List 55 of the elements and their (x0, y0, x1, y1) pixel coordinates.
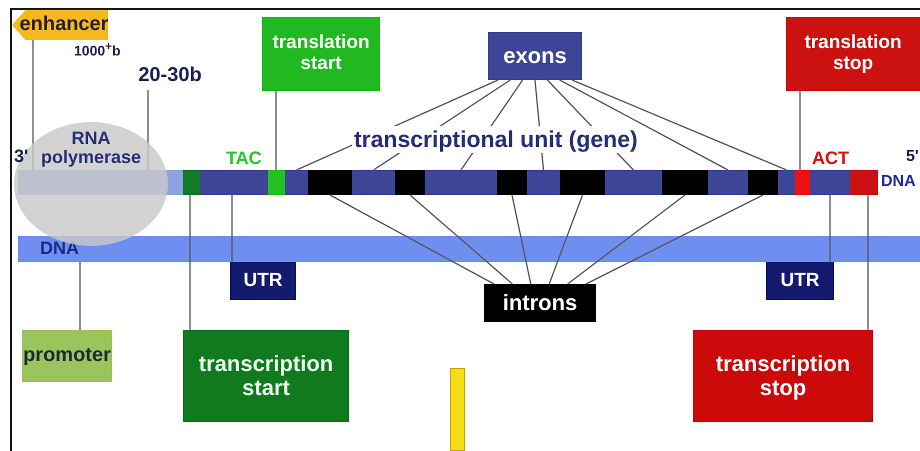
leader-line (567, 194, 686, 285)
leader-line (559, 79, 728, 171)
gene-segment (795, 170, 810, 195)
process-box: transcription stop (693, 330, 873, 422)
leader-line (79, 262, 81, 330)
dna-strand: DNA (18, 236, 920, 262)
process-box: transcription start (183, 330, 349, 422)
leader-line (511, 194, 532, 284)
gene-segment (425, 170, 497, 195)
codon-label: TAC (226, 148, 262, 169)
enhancer-tag: enhancer (12, 10, 108, 40)
gene-segment (285, 170, 308, 195)
gene-segment (748, 170, 778, 195)
process-box: promoter (22, 330, 112, 382)
leader-line (829, 195, 831, 262)
leader-line (799, 91, 801, 170)
gene-segment (850, 170, 878, 195)
marker-bar (450, 368, 465, 451)
leader-line (330, 194, 494, 285)
leader-line (867, 195, 869, 330)
length-label: 20-30b (138, 65, 202, 87)
leader-line (189, 195, 191, 330)
gene-segment (183, 170, 200, 195)
process-box: translation start (262, 17, 380, 91)
strand-end-label: 3' (14, 146, 28, 167)
leader-line (410, 194, 513, 284)
strand-end-label: 5' (906, 148, 919, 166)
gene-segment (395, 170, 425, 195)
gene-segment (268, 170, 285, 195)
region-box: UTR (766, 262, 834, 300)
process-box: exons (488, 32, 582, 80)
leader-line (231, 195, 233, 262)
gene-segment (200, 170, 268, 195)
leader-line (546, 80, 634, 170)
leader-line (296, 79, 498, 171)
gene-segment (605, 170, 662, 195)
process-box: introns (484, 284, 596, 322)
gene-segment (708, 170, 748, 195)
gene-segment (497, 170, 527, 195)
gene-segment (662, 170, 708, 195)
process-box: translation stop (786, 17, 920, 91)
leader-line (548, 194, 584, 284)
gene-segment (810, 170, 850, 195)
leader-line (572, 79, 787, 171)
gene-segment (352, 170, 395, 195)
leader-line (586, 194, 764, 285)
gene-segment (308, 170, 352, 195)
gene-segment (778, 170, 795, 195)
gene-segment (560, 170, 605, 195)
strand-label: DNA (881, 173, 916, 191)
region-box: UTR (230, 262, 296, 300)
leader-line (275, 91, 277, 170)
codon-label: ACT (812, 148, 849, 169)
gene-segment (527, 170, 560, 195)
length-label: 1000$^{+}$b (74, 40, 121, 59)
